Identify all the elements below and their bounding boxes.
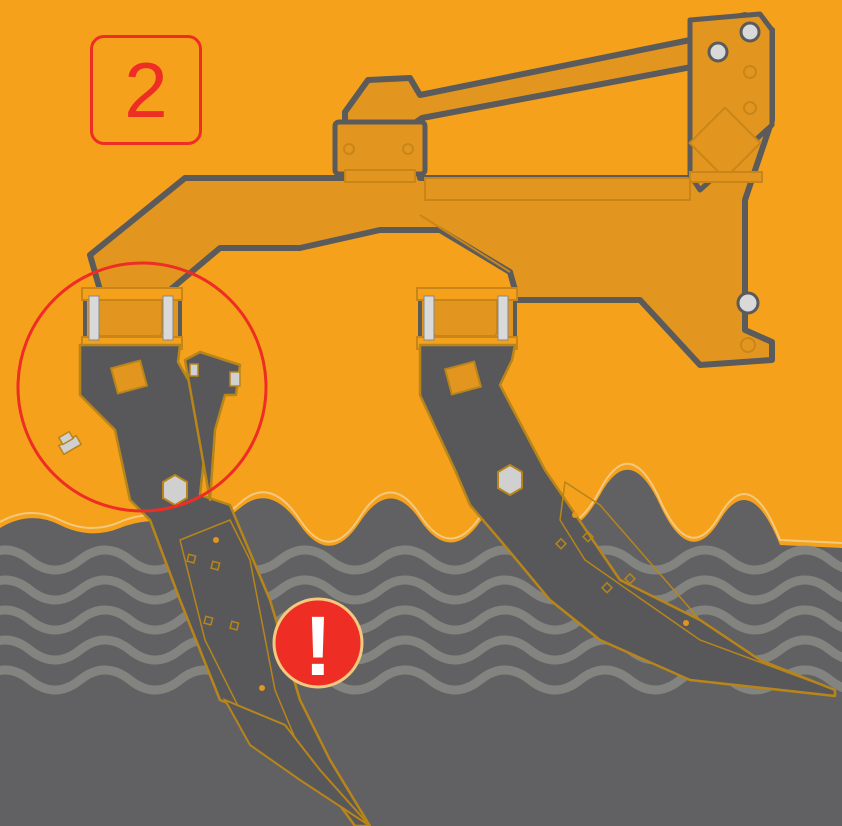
left-shank-clamp bbox=[82, 288, 182, 349]
step-number-badge: 2 bbox=[90, 35, 202, 145]
exclamation-icon: ! bbox=[304, 599, 332, 693]
right-shank-clamp bbox=[417, 288, 517, 349]
